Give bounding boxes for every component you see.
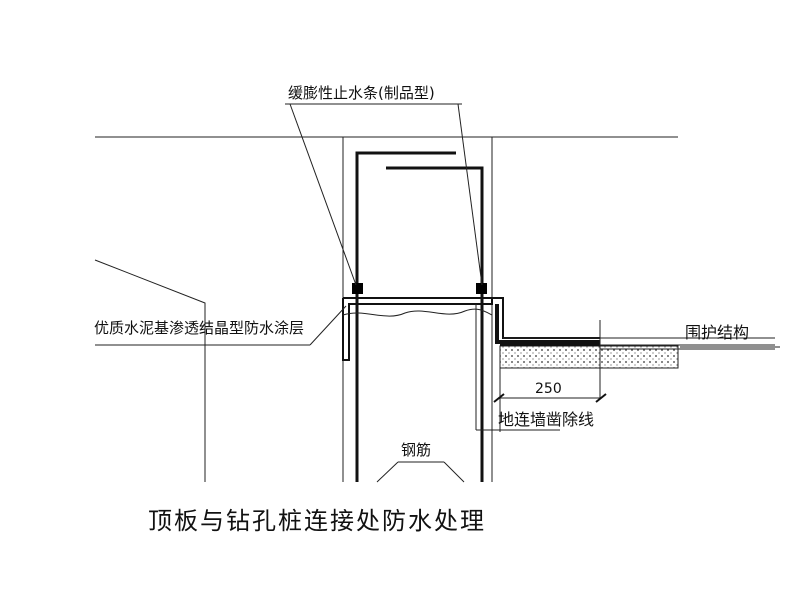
leader-rebar-right [443,461,465,483]
rebar-cage [355,151,456,482]
slope-line [94,259,206,482]
label-coating: 优质水泥基渗透结晶型防水涂层 [94,319,304,337]
dim-tick-r [595,393,607,403]
label-retaining: 围护结构 [685,323,749,342]
waterstop-right [476,283,487,294]
leader-waterstop-right [457,103,483,286]
break-line [342,308,493,317]
leader-waterstop-left [289,103,357,286]
coating-right [492,297,600,339]
dark-strip [500,342,600,346]
gravel-layer [499,345,679,369]
rebar-cage-right [386,166,484,482]
label-chisel-line: 地连墙凿除线 [498,410,594,429]
waterstop-left [352,283,363,294]
label-waterstop: 缓膨性止水条(制品型) [288,84,435,102]
coating-right-inner [495,304,600,344]
drawing-title: 顶板与钻孔桩连接处防水处理 [148,507,486,535]
label-dimension: 250 [535,381,562,397]
coating-layer [342,298,493,361]
dim-tick-l [493,393,505,403]
leader-rebar-left [376,461,399,483]
label-rebar: 钢筋 [401,441,431,459]
leader-coating-diag [309,305,347,346]
